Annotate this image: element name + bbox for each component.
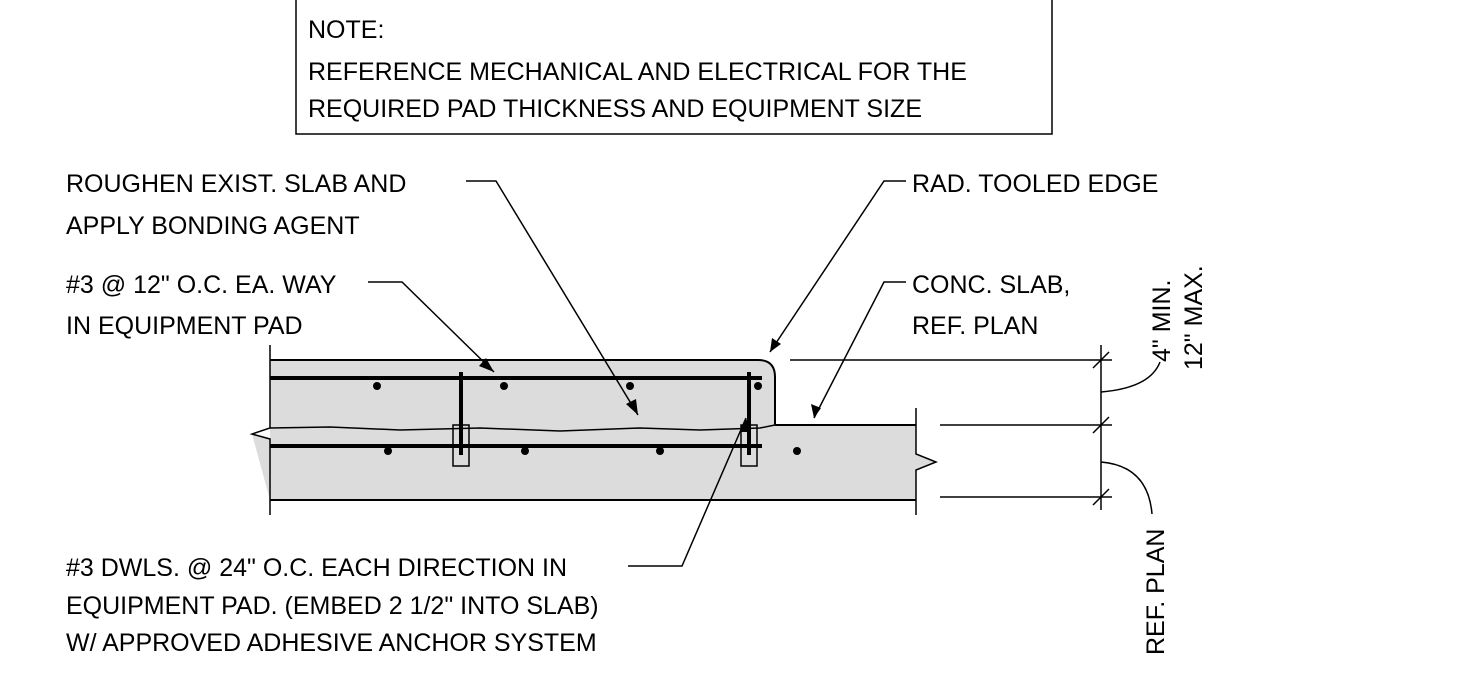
rebar [270,372,762,455]
dimension-lines [790,345,1161,515]
note-heading: NOTE: [308,16,384,44]
rebar-callout-line-1: #3 @ 12" O.C. EA. WAY [66,271,337,299]
rebar-dots [373,382,801,455]
dowel-callout-line-2: EQUIPMENT PAD. (EMBED 2 1/2" INTO SLAB) [66,592,599,620]
slab-dim-leader [1100,461,1153,515]
tooled-edge-leader [769,180,906,353]
pad-dim-leader [1100,361,1161,393]
rebar-callout-line-2: IN EQUIPMENT PAD [66,312,303,340]
dowel-callout-line-1: #3 DWLS. @ 24" O.C. EACH DIRECTION IN [66,554,567,582]
roughen-leader [466,180,639,416]
pad-max-dimension: 12" MAX. [1180,265,1208,370]
equipment-pad [270,360,775,431]
leader-lines [368,180,906,567]
leader-arrowheads [479,338,821,432]
dowel-embed-boxes [452,424,758,467]
slab-ref-dimension: REF. PLAN [1142,529,1170,655]
pad-min-dimension: 4" MIN. [1148,280,1176,363]
tooled-edge-callout: RAD. TOOLED EDGE [912,170,1158,198]
rebar-leader [368,281,495,373]
slab-callout-line-2: REF. PLAN [912,312,1038,340]
roughen-callout-line-1: ROUGHEN EXIST. SLAB AND [66,170,406,198]
dowel-leader [628,417,747,567]
existing-concrete-slab [252,425,936,500]
note-line-1: REFERENCE MECHANICAL AND ELECTRICAL FOR … [308,58,967,86]
slab-outlines [249,345,939,515]
slab-callout-line-1: CONC. SLAB, [912,271,1070,299]
slab-leader [813,281,906,419]
dowel-callout-line-3: W/ APPROVED ADHESIVE ANCHOR SYSTEM [66,629,597,657]
note-line-2: REQUIRED PAD THICKNESS AND EQUIPMENT SIZ… [308,95,922,123]
note-box [295,0,1053,135]
roughen-callout-line-2: APPLY BONDING AGENT [66,212,360,240]
